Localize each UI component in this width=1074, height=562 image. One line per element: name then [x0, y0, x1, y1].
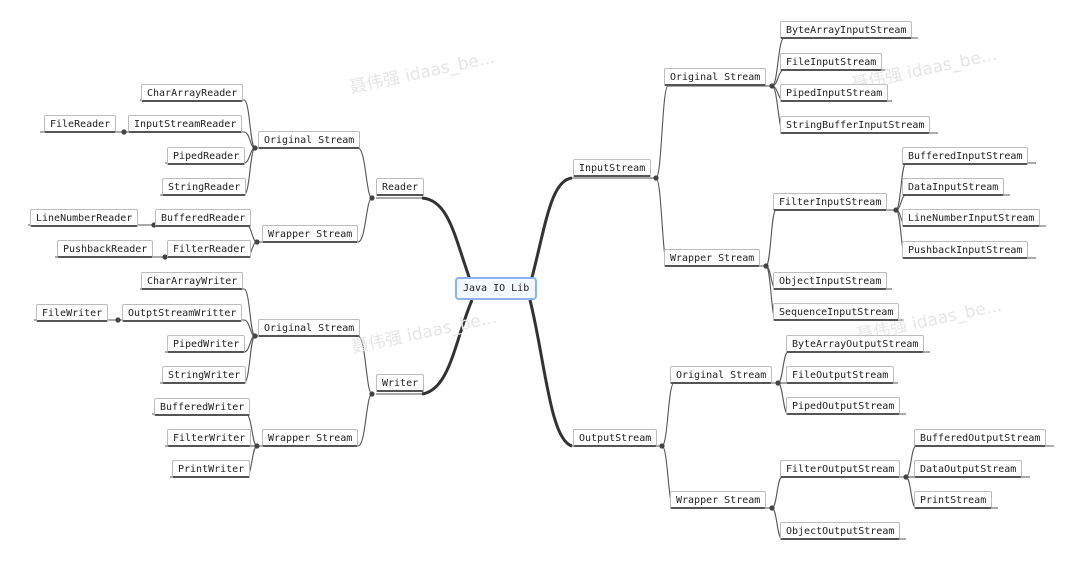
node-buffered-input-stream[interactable]: BufferedInputStream — [902, 147, 1029, 165]
node-filter-reader[interactable]: FilterReader — [167, 240, 252, 258]
node-input-stream[interactable]: InputStream — [573, 159, 652, 177]
node-input-stream-reader[interactable]: InputStreamReader — [128, 115, 243, 133]
node-filter-writer[interactable]: FilterWriter — [167, 429, 252, 447]
node-output-wrapper[interactable]: Wrapper Stream — [670, 491, 767, 509]
node-line-number-input-stream[interactable]: LineNumberInputStream — [902, 209, 1041, 227]
node-pushback-reader[interactable]: PushbackReader — [57, 240, 154, 258]
node-string-reader[interactable]: StringReader — [162, 178, 247, 196]
node-object-input-stream[interactable]: ObjectInputStream — [773, 272, 888, 290]
node-sequence-input-stream[interactable]: SequenceInputStream — [773, 303, 900, 321]
node-piped-writer[interactable]: PipedWriter — [167, 335, 246, 353]
node-string-writer[interactable]: StringWriter — [162, 366, 247, 384]
node-file-input-stream[interactable]: FileInputStream — [780, 53, 883, 71]
node-writer-original[interactable]: Original Stream — [258, 319, 361, 337]
node-char-array-writer[interactable]: CharArrayWriter — [141, 272, 244, 290]
node-output-stream[interactable]: OutputStream — [573, 429, 658, 447]
node-outpt-stream-writter[interactable]: OutptStreamWritter — [122, 304, 243, 322]
node-reader-wrapper[interactable]: Wrapper Stream — [262, 225, 359, 243]
node-print-stream[interactable]: PrintStream — [914, 491, 993, 509]
node-data-input-stream[interactable]: DataInputStream — [902, 178, 1005, 196]
node-buffered-reader[interactable]: BufferedReader — [155, 209, 252, 227]
node-char-array-reader[interactable]: CharArrayReader — [141, 84, 244, 102]
node-line-number-reader[interactable]: LineNumberReader — [30, 209, 139, 227]
node-reader-original[interactable]: Original Stream — [258, 131, 361, 149]
node-file-reader[interactable]: FileReader — [44, 115, 117, 133]
node-file-writer[interactable]: FileWriter — [36, 304, 109, 322]
node-reader[interactable]: Reader — [376, 178, 425, 196]
node-input-wrapper[interactable]: Wrapper Stream — [664, 249, 761, 267]
node-buffered-writer[interactable]: BufferedWriter — [154, 398, 251, 416]
node-piped-output-stream[interactable]: PipedOutputStream — [786, 397, 901, 415]
node-byte-array-input-stream[interactable]: ByteArrayInputStream — [780, 21, 913, 39]
node-print-writer[interactable]: PrintWriter — [172, 460, 251, 478]
node-writer[interactable]: Writer — [376, 374, 425, 392]
node-input-original[interactable]: Original Stream — [664, 68, 767, 86]
node-data-output-stream[interactable]: DataOutputStream — [914, 460, 1023, 478]
node-piped-input-stream[interactable]: PipedInputStream — [780, 84, 889, 102]
node-buffered-output-stream[interactable]: BufferedOutputStream — [914, 429, 1047, 447]
node-file-output-stream[interactable]: FileOutputStream — [786, 366, 895, 384]
node-object-output-stream[interactable]: ObjectOutputStream — [780, 522, 901, 540]
node-filter-output-stream[interactable]: FilterOutputStream — [780, 460, 901, 478]
node-byte-array-output-stream[interactable]: ByteArrayOutputStream — [786, 335, 925, 353]
node-piped-reader[interactable]: PipedReader — [167, 147, 246, 165]
node-pushback-input-stream[interactable]: PushbackInputStream — [902, 241, 1029, 259]
node-string-buffer-input-stream[interactable]: StringBufferInputStream — [780, 116, 931, 134]
node-output-original[interactable]: Original Stream — [670, 366, 773, 384]
root-node[interactable]: Java IO Lib — [455, 277, 538, 300]
node-writer-wrapper[interactable]: Wrapper Stream — [262, 429, 359, 447]
node-filter-input-stream[interactable]: FilterInputStream — [773, 193, 888, 211]
